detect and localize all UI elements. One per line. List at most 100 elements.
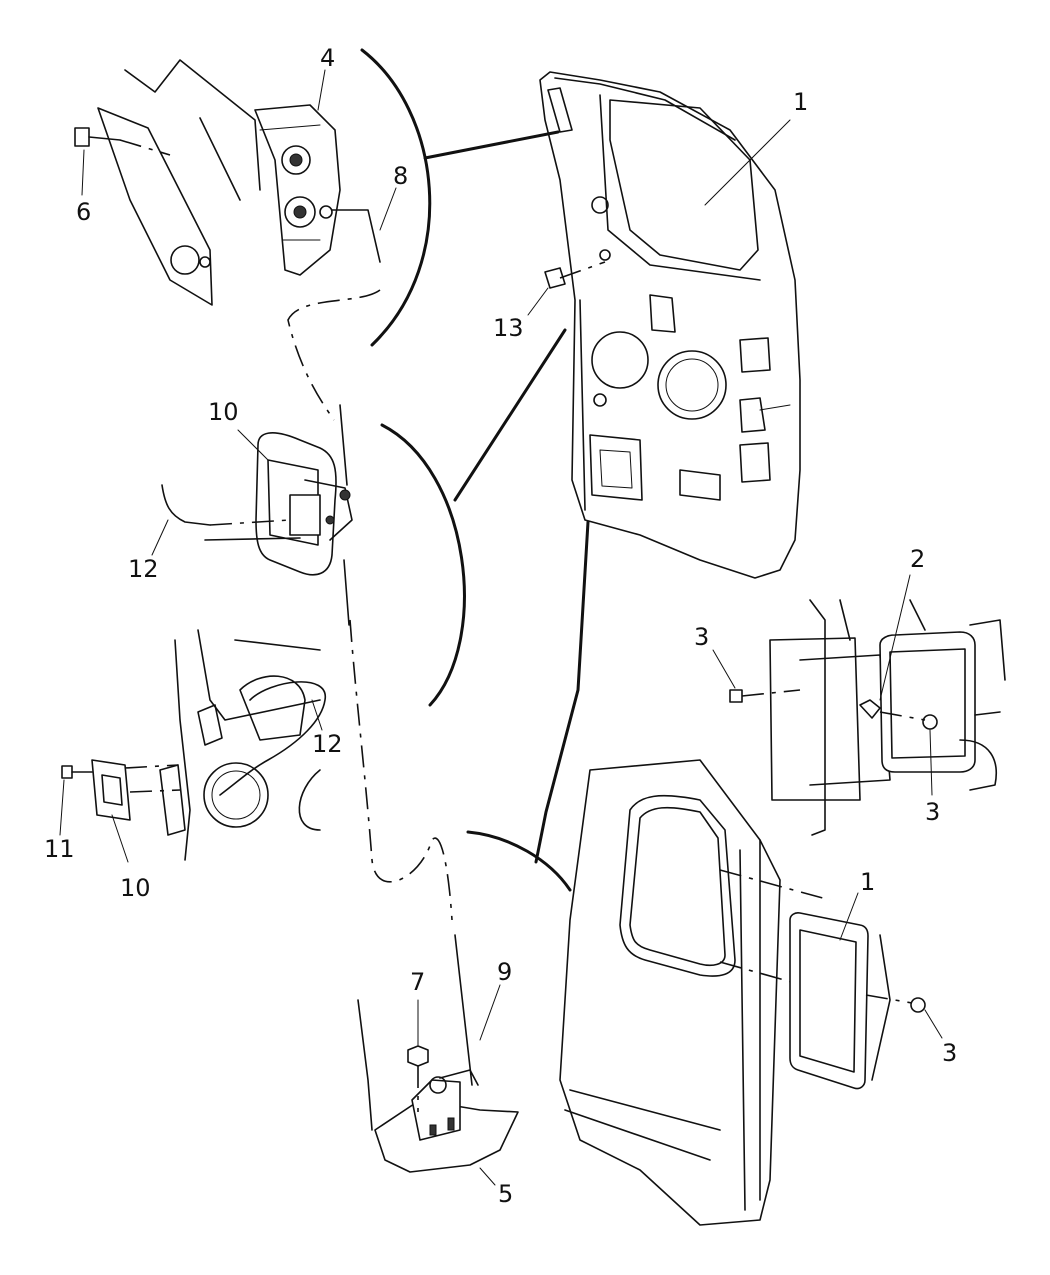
door-striker	[739, 397, 766, 433]
clip-13	[544, 267, 566, 289]
screw-3c	[910, 997, 926, 1013]
handle-rod-link	[204, 537, 301, 541]
inner-handle-path-2	[129, 789, 181, 793]
latch-pawl-pin	[293, 205, 307, 219]
latch-panel-edge	[199, 117, 241, 201]
connector-bottom	[534, 520, 590, 864]
frame-body-edge	[969, 619, 1006, 681]
latch-panel-hole-small	[199, 256, 211, 268]
inner-bracket	[197, 704, 223, 746]
door-inner-panel	[527, 71, 801, 579]
lower-panel-edge	[357, 999, 373, 1131]
screw-path-3b	[879, 711, 926, 721]
leader-8	[379, 187, 397, 231]
door-speaker-hole-right-inner	[665, 358, 719, 412]
leader-10a	[237, 429, 269, 461]
door-slot-lower	[679, 469, 721, 501]
leader-11	[59, 779, 65, 836]
door-hole-upper	[591, 196, 609, 214]
callout-2: 2	[910, 545, 925, 573]
leader-13	[527, 287, 549, 316]
door-speaker-hole-left	[591, 331, 649, 389]
frame-top-edge	[909, 599, 926, 631]
leader-12a	[151, 519, 169, 556]
arc-top	[360, 48, 432, 347]
lower-latch	[357, 984, 519, 1186]
callout-4: 4	[320, 44, 335, 72]
frame-panel	[769, 637, 861, 801]
removable-glass-inner	[799, 929, 857, 1073]
leader-9	[479, 984, 501, 1041]
frame-glass	[879, 631, 976, 773]
door-body-line-2	[564, 1109, 711, 1161]
frame-latch-bump	[959, 739, 997, 791]
screw-11	[61, 765, 73, 779]
leader-3a	[712, 649, 736, 689]
leader-6	[81, 149, 85, 196]
connector-middle	[453, 328, 567, 502]
rod-upper	[339, 404, 348, 486]
door-window-glass	[629, 806, 726, 967]
callout-3c: 3	[942, 1039, 957, 1067]
outside-handle	[151, 429, 353, 576]
callout-10a: 10	[208, 398, 239, 426]
screw-path-3a	[741, 689, 801, 697]
lower-latch-stud-1	[429, 1124, 437, 1136]
door-hole-lower	[593, 393, 607, 407]
rod-middle	[343, 559, 350, 626]
door-pillar-back	[739, 849, 746, 1211]
door-window-frame	[599, 94, 761, 281]
leader-2	[879, 574, 911, 701]
latch-pawl	[284, 196, 316, 228]
latch-panel-top	[124, 59, 261, 191]
inner-handle-10b-pocket	[101, 774, 123, 806]
frame-seal-top	[839, 599, 851, 641]
inner-panel-top	[234, 639, 321, 651]
leader-5	[479, 1167, 496, 1186]
latch-detail-line	[259, 124, 321, 131]
door-outline	[539, 71, 801, 579]
handle-lever	[289, 494, 321, 536]
latch-panel-hole	[170, 245, 200, 275]
arc-bottom	[466, 830, 572, 892]
latch-lever-end	[319, 205, 333, 219]
door-hole-mid	[599, 249, 611, 261]
callout-8: 8	[393, 162, 408, 190]
rod-lower	[454, 934, 473, 1086]
rod-upper-dashed	[287, 289, 381, 421]
callout-10b: 10	[120, 874, 151, 902]
callout-13: 13	[493, 314, 524, 342]
door-striker-bolt	[759, 404, 791, 411]
cable-12b	[219, 681, 326, 796]
door-edge-line	[579, 299, 586, 511]
door-access-hole-inner	[599, 449, 633, 489]
handle-pivot-2	[325, 515, 335, 525]
cable-12a	[161, 484, 211, 526]
leader-1a	[704, 119, 791, 206]
leader-3c	[924, 1009, 943, 1039]
leader-4	[317, 69, 326, 111]
door-exterior	[559, 759, 943, 1226]
screw-path-3c	[865, 994, 913, 1004]
inner-handle-housing	[239, 675, 306, 741]
door-hinge-upper	[739, 337, 771, 373]
inside-handle	[59, 629, 326, 863]
callout-1a: 1	[793, 88, 808, 116]
leader-3b	[929, 729, 933, 796]
callout-9: 9	[497, 958, 512, 986]
clip-path-13	[559, 261, 606, 279]
leader-1b	[839, 892, 859, 941]
screw-3a	[729, 689, 743, 703]
latch-assembly	[74, 59, 397, 306]
handle-pocket	[267, 459, 319, 546]
callout-12a: 12	[128, 555, 159, 583]
door-bracket	[649, 294, 676, 333]
door-access-hole	[589, 434, 643, 501]
detail-arcs	[360, 48, 590, 892]
screw-3b	[922, 714, 938, 730]
rod-lower-dashed	[349, 619, 453, 921]
frame-seal	[809, 599, 826, 836]
leader-12b	[311, 699, 323, 731]
